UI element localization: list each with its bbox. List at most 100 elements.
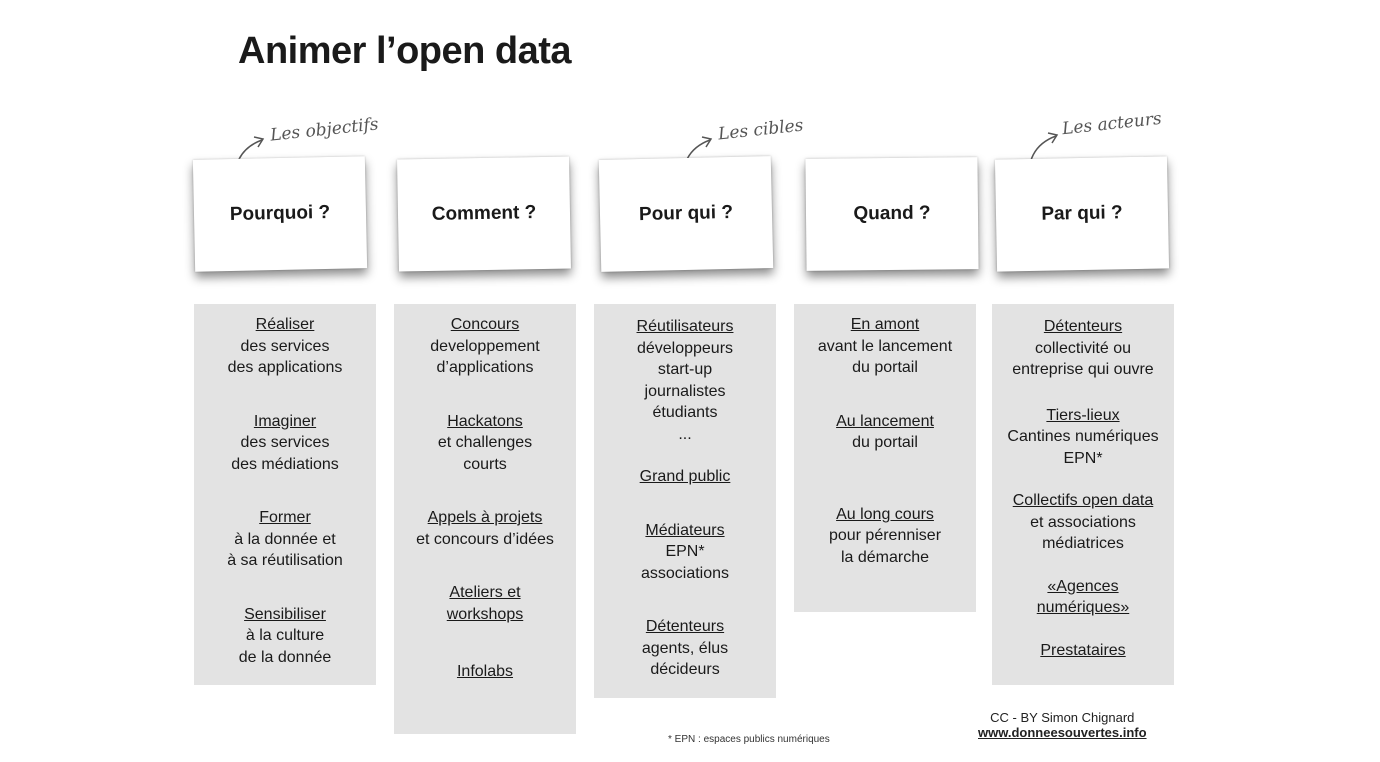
- list-item: Ateliers et workshops: [394, 582, 576, 625]
- card-quand: Quand ?: [805, 157, 979, 271]
- list-item: Hackatons et challenges courts: [394, 411, 576, 476]
- list-item: Sensibiliser à la culture de la donnée: [194, 604, 376, 669]
- column-pourquoi: Réaliser des services des applications I…: [194, 304, 376, 685]
- item-line: et associations: [1030, 513, 1136, 531]
- footnote: * EPN : espaces publics numériques: [668, 734, 830, 745]
- list-item: Tiers-lieux Cantines numériques EPN*: [992, 405, 1174, 470]
- credit: CC - BY Simon Chignard www.donneesouvert…: [978, 710, 1147, 740]
- column-pour-qui: Réutilisateurs développeurs start-up jou…: [594, 304, 776, 698]
- item-heading: «Agences: [1047, 577, 1119, 595]
- item-line: EPN*: [665, 543, 705, 560]
- item-line: la démarche: [840, 548, 930, 566]
- card-comment: Comment ?: [397, 156, 571, 272]
- item-line: à la culture: [245, 627, 325, 644]
- item-heading: Tiers-lieux: [1046, 406, 1120, 424]
- item-heading: Grand public: [639, 468, 731, 485]
- item-heading: Sensibiliser: [244, 605, 326, 623]
- card-par-qui: Par qui ?: [994, 156, 1170, 272]
- credit-url[interactable]: www.donneesouvertes.info: [978, 725, 1147, 740]
- item-heading: Appels à projets: [427, 509, 543, 526]
- page-title: Animer l’open data: [238, 30, 572, 72]
- item-line: associations: [640, 564, 730, 582]
- item-line: start-up: [657, 361, 713, 378]
- item-line: du portail: [852, 359, 918, 376]
- list-item: Médiateurs EPN* associations: [594, 520, 776, 585]
- item-heading: Infolabs: [456, 663, 514, 680]
- item-line: des médiations: [231, 455, 339, 473]
- item-heading: En amont: [850, 316, 920, 333]
- list-item: Collectifs open data et associations méd…: [992, 490, 1174, 555]
- item-line: pour pérenniser: [828, 527, 942, 544]
- item-line: d’applications: [436, 359, 534, 376]
- item-line: des services: [240, 337, 330, 355]
- item-heading: Au lancement: [836, 412, 934, 430]
- item-heading: Réaliser: [255, 316, 315, 333]
- card-pourquoi: Pourquoi ?: [192, 156, 368, 272]
- item-line: agents, élus: [641, 639, 729, 657]
- note-acteurs: Les acteurs: [1061, 108, 1163, 140]
- item-line: entreprise qui ouvre: [1012, 361, 1154, 378]
- list-item: Réaliser des services des applications: [194, 314, 376, 379]
- column-comment: Concours developpement d’applications Ha…: [394, 304, 576, 734]
- item-line: collectivité ou: [1034, 339, 1132, 357]
- item-heading: Prestataires: [1040, 641, 1126, 659]
- list-item: Former à la donnée et à sa réutilisation: [194, 507, 376, 572]
- item-line: développeurs: [636, 339, 734, 357]
- list-item: Grand public: [594, 466, 776, 488]
- item-heading: Hackatons: [447, 412, 523, 430]
- item-line: Cantines numériques: [1007, 428, 1159, 445]
- item-line: des services: [240, 434, 330, 451]
- list-item: Au lancement du portail: [794, 411, 976, 454]
- item-line: avant le lancement: [817, 337, 953, 355]
- item-heading: Concours: [450, 316, 520, 333]
- note-objectifs: Les objectifs: [269, 114, 380, 146]
- item-line: journalistes: [644, 382, 726, 400]
- list-item: Réutilisateurs développeurs start-up jou…: [594, 316, 776, 445]
- item-heading: Réutilisateurs: [636, 318, 734, 335]
- column-quand: En amont avant le lancement du portail A…: [794, 304, 976, 612]
- item-heading: Ateliers et: [449, 584, 521, 601]
- note-cibles: Les cibles: [717, 115, 805, 145]
- list-item: Détenteurs collectivité ou entreprise qu…: [992, 316, 1174, 381]
- item-line: EPN*: [1063, 449, 1103, 467]
- list-item: «Agences numériques»: [992, 576, 1174, 619]
- list-item: Appels à projets et concours d’idées: [394, 507, 576, 550]
- item-line: décideurs: [650, 661, 720, 678]
- item-line: developpement: [430, 337, 540, 355]
- list-item: Infolabs: [394, 661, 576, 683]
- item-line: étudiants: [652, 404, 718, 421]
- item-line: courts: [463, 455, 507, 473]
- card-label: Pourquoi ?: [229, 201, 331, 226]
- item-heading: numériques»: [1036, 599, 1130, 616]
- item-heading: Au long cours: [836, 505, 934, 523]
- list-item: Prestataires: [992, 640, 1174, 662]
- item-line: des applications: [227, 359, 343, 376]
- item-heading: Détenteurs: [645, 618, 725, 635]
- item-heading: workshops: [446, 605, 524, 623]
- card-label: Par qui ?: [1041, 202, 1123, 225]
- list-item: En amont avant le lancement du portail: [794, 314, 976, 379]
- card-label: Quand ?: [853, 202, 931, 225]
- card-label: Pour qui ?: [638, 201, 734, 226]
- list-item: Détenteurs agents, élus décideurs: [594, 616, 776, 681]
- item-heading: Collectifs open data: [1012, 492, 1154, 509]
- item-line: ...: [678, 425, 692, 443]
- item-heading: Médiateurs: [645, 521, 725, 539]
- item-line: à la donnée et: [234, 530, 336, 548]
- item-line: de la donnée: [238, 648, 332, 666]
- item-line: à sa réutilisation: [227, 552, 343, 569]
- column-par-qui: Détenteurs collectivité ou entreprise qu…: [992, 304, 1174, 685]
- item-line: du portail: [852, 434, 918, 451]
- list-item: Au long cours pour pérenniser la démarch…: [794, 504, 976, 569]
- item-line: médiatrices: [1042, 535, 1124, 552]
- item-heading: Former: [259, 509, 311, 526]
- card-label: Comment ?: [431, 202, 537, 225]
- item-heading: Imaginer: [253, 412, 317, 430]
- item-line: et concours d’idées: [416, 530, 554, 548]
- item-heading: Détenteurs: [1043, 318, 1123, 335]
- card-pour-qui: Pour qui ?: [598, 156, 774, 272]
- credit-license: CC - BY Simon Chignard: [990, 710, 1135, 725]
- list-item: Concours developpement d’applications: [394, 314, 576, 379]
- list-item: Imaginer des services des médiations: [194, 411, 376, 476]
- item-line: et challenges: [437, 434, 533, 451]
